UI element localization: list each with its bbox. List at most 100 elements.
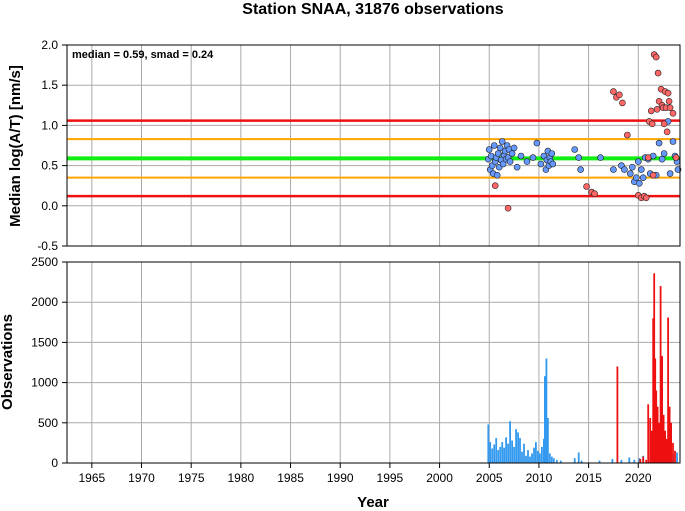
- bar-blue: [544, 376, 546, 463]
- data-point-red: [665, 98, 673, 105]
- bar-blue: [598, 460, 601, 463]
- bar-blue: [533, 447, 535, 463]
- x-tick-label: 1985: [277, 471, 304, 485]
- data-point-blue: [508, 150, 516, 157]
- y-tick-label: 0.5: [41, 159, 58, 173]
- top-y-axis-label: Median log(A/T) [nm/s]: [7, 65, 24, 227]
- bar-red: [674, 450, 676, 463]
- bar-blue: [509, 421, 511, 463]
- data-point-red: [648, 120, 656, 128]
- bar-blue: [495, 438, 498, 463]
- data-point-blue: [490, 142, 498, 149]
- bar-red: [658, 422, 660, 463]
- bar-red: [652, 318, 655, 463]
- y-tick-label: 2000: [31, 295, 58, 309]
- bar-blue: [628, 457, 631, 463]
- data-point-red: [660, 120, 668, 128]
- bar-blue: [519, 438, 521, 463]
- data-point-blue: [517, 152, 525, 160]
- bar-blue: [611, 459, 614, 463]
- data-point-red: [583, 183, 590, 190]
- top-panel-points: [484, 51, 682, 212]
- bar-blue: [577, 452, 580, 463]
- bar-red: [650, 430, 653, 463]
- bar-red: [655, 390, 658, 463]
- data-point-blue: [571, 146, 579, 153]
- data-point-blue: [575, 154, 583, 161]
- bottom-panel-bars: [487, 273, 678, 463]
- x-tick-label: 2005: [476, 471, 503, 485]
- bar-red: [653, 273, 656, 463]
- data-point-red: [610, 88, 617, 95]
- bar-blue: [539, 453, 541, 463]
- y-tick-label: -0.5: [37, 239, 58, 253]
- y-tick-label: 2500: [31, 255, 58, 269]
- bar-blue: [676, 452, 678, 463]
- x-tick-label: 2020: [625, 471, 652, 485]
- data-point-blue: [639, 174, 647, 181]
- bar-red: [665, 438, 668, 463]
- data-point-blue: [523, 158, 531, 165]
- bar-blue: [517, 432, 519, 463]
- x-tick-label: 1965: [78, 471, 105, 485]
- data-point-blue: [493, 171, 501, 179]
- y-tick-label: 1.5: [41, 78, 58, 92]
- bar-blue: [505, 437, 507, 463]
- bar-blue: [555, 459, 558, 463]
- bar-red: [616, 366, 619, 463]
- bar-blue: [548, 453, 551, 463]
- bar-red: [662, 414, 665, 463]
- data-point-blue: [637, 166, 645, 173]
- x-tick-label: 1970: [128, 471, 155, 485]
- bottom-panel-frame: [66, 261, 681, 464]
- data-point-blue: [628, 163, 636, 171]
- data-point-blue: [634, 158, 642, 165]
- bar-red: [670, 422, 672, 463]
- data-point-blue: [660, 150, 668, 157]
- bar-red: [667, 317, 669, 463]
- bar-blue: [537, 450, 539, 463]
- bar-red: [654, 358, 657, 463]
- bar-blue: [493, 444, 496, 463]
- x-tick-label: 1990: [327, 471, 354, 485]
- bar-blue: [535, 442, 537, 463]
- bar-blue: [638, 458, 641, 463]
- data-point-red: [669, 110, 677, 117]
- data-point-blue: [496, 144, 504, 152]
- data-point-blue: [499, 160, 507, 168]
- y-tick-label: 1.0: [41, 118, 58, 132]
- bar-blue: [543, 438, 545, 463]
- x-tick-label: 1980: [228, 471, 255, 485]
- data-point-red: [491, 182, 499, 189]
- bar-blue: [487, 424, 490, 463]
- bar-red: [639, 459, 642, 463]
- x-tick-label: 2010: [526, 471, 553, 485]
- x-tick-label: 1995: [377, 471, 404, 485]
- bar-red: [664, 430, 666, 463]
- y-tick-label: 2.0: [41, 38, 58, 52]
- bar-blue: [525, 455, 527, 463]
- bar-red: [659, 286, 662, 463]
- bar-blue: [529, 456, 531, 463]
- x-tick-label: 1975: [178, 471, 205, 485]
- data-point-blue: [548, 150, 556, 157]
- bar-blue: [497, 450, 500, 463]
- data-point-red: [623, 131, 631, 139]
- data-point-red: [666, 104, 674, 111]
- chart-title: Station SNAA, 31876 observations: [242, 1, 504, 18]
- bar-blue: [545, 358, 548, 463]
- data-point-blue: [506, 158, 514, 165]
- data-point-blue: [537, 160, 545, 168]
- data-point-red: [619, 99, 626, 107]
- data-point-blue: [533, 139, 541, 147]
- data-point-blue: [658, 155, 666, 163]
- bar-blue: [547, 418, 549, 463]
- x-tick-label: 2015: [575, 471, 602, 485]
- bar-blue: [515, 429, 517, 463]
- data-point-blue: [485, 146, 493, 153]
- data-point-blue: [494, 150, 502, 157]
